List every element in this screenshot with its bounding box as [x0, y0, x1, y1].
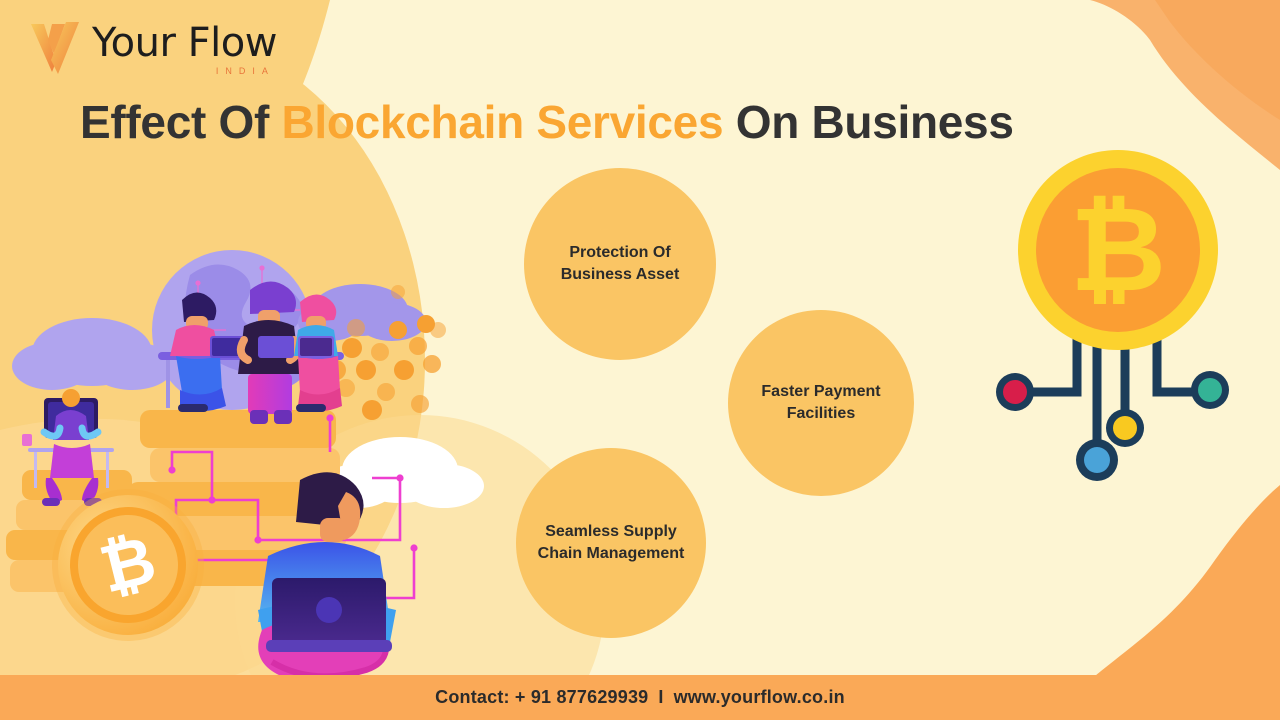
bitcoin-symbol: ₿: [1070, 180, 1166, 318]
illustration-bitcoin-coin: ₿: [52, 489, 204, 641]
brand-logo[interactable]: Your Flow INDIA: [28, 16, 277, 78]
footer-separator: I: [658, 687, 664, 707]
node-blue[interactable]: [1076, 439, 1118, 481]
v-check-logo-icon: [31, 22, 79, 74]
benefit-bubble-protection[interactable]: Protection Of Business Asset: [524, 168, 716, 360]
benefit-bubble-payment[interactable]: Faster Payment Facilities: [728, 310, 914, 496]
node-teal[interactable]: [1191, 371, 1229, 409]
contact-website[interactable]: www.yourflow.co.in: [673, 687, 845, 707]
node-red[interactable]: [996, 373, 1034, 411]
brand-logo-text: Your Flow INDIA: [92, 16, 277, 76]
bitcoin-coin-inner: [1036, 168, 1200, 332]
benefit-bubble-supply-chain[interactable]: Seamless Supply Chain Management: [516, 448, 706, 638]
contact-phone[interactable]: Contact: + 91 877629939: [435, 687, 649, 707]
title-part-1: Effect Of: [80, 96, 282, 148]
title-part-2: On Business: [723, 96, 1014, 148]
benefit-bubble-label: Protection Of Business Asset: [560, 244, 680, 283]
node-yellow[interactable]: [1106, 409, 1144, 447]
title-highlight: Blockchain Services: [281, 96, 724, 148]
page-title: Effect Of Blockchain Services On Busines…: [80, 95, 1210, 149]
brand-name: Your Flow: [92, 20, 277, 66]
benefit-bubble-label: Seamless Supply Chain Management: [537, 523, 685, 562]
brand-tagline: INDIA: [215, 66, 275, 76]
bitcoin-network-graphic: ₿: [996, 150, 1229, 481]
benefit-bubble-label: Faster Payment Facilities: [761, 383, 881, 422]
